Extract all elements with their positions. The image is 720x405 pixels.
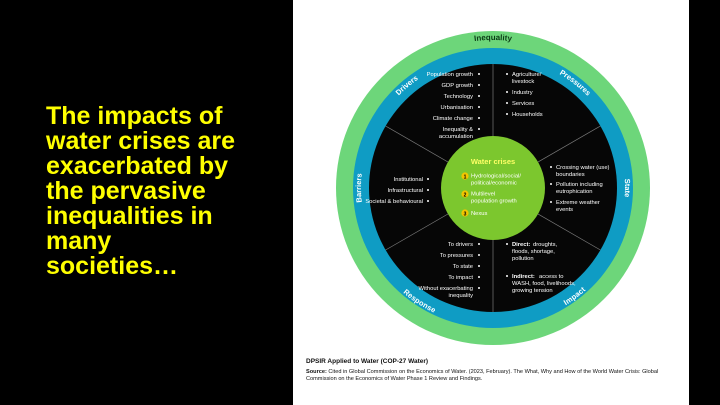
center-item-2-line-1: Multilevel <box>471 192 495 198</box>
badge-1-num: 1 <box>464 174 467 180</box>
badge-1 <box>461 172 469 180</box>
dpsir-figure: Inequality Drivers Pressures State <box>293 0 689 405</box>
barriers-item: Institutional <box>394 177 423 183</box>
center-item-3-line-1: Nexus <box>471 211 488 217</box>
response-item: To impact <box>448 275 473 281</box>
response-item: To drivers <box>448 242 473 248</box>
figure-caption-title: DPSIR Applied to Water (COP-27 Water) <box>306 358 429 365</box>
center-circle <box>441 136 545 240</box>
pressures-item: livestock <box>512 79 534 85</box>
state-item: boundaries <box>556 172 585 178</box>
center-title: Water crises <box>471 157 515 166</box>
barriers-bullets <box>427 178 429 202</box>
impact-direct-line: droughts, <box>533 242 558 248</box>
center-item-2-line-2: population growth <box>471 199 517 205</box>
figure-caption-source: Source: Cited in Global Commission on th… <box>306 369 678 383</box>
drivers-item: Population growth <box>427 72 473 78</box>
dpsir-diagram: Inequality Drivers Pressures State <box>336 31 650 345</box>
impact-direct-label: Direct: <box>512 242 530 248</box>
badge-3 <box>461 209 469 217</box>
headline-line: inequalities in <box>46 202 213 230</box>
pressures-item: Agriculture/ <box>512 72 542 78</box>
impact-direct-line: pollution <box>512 256 534 262</box>
state-item: Extreme weather <box>556 200 600 206</box>
state-item: events <box>556 207 573 213</box>
state-item: Pollution including <box>556 182 603 188</box>
response-item: To pressures <box>440 253 473 259</box>
center-item-1-line-1: Hydrological/social/ <box>471 174 521 180</box>
impact-direct-line: floods, shortage, <box>512 249 555 255</box>
drivers-item: Inequality & <box>443 127 473 133</box>
badge-2 <box>461 190 469 198</box>
outer-label-inequality: Inequality <box>474 33 513 43</box>
headline-line: The impacts of <box>46 102 223 130</box>
state-item: Crossing water (use) <box>556 165 610 171</box>
state-item: eutrophication <box>556 189 592 195</box>
headline-line: exacerbated by <box>46 152 229 180</box>
impact-indirect-line: access to <box>539 274 564 280</box>
barriers-item: Societal & behavioural <box>365 199 423 205</box>
headline-line: societies… <box>46 252 179 280</box>
drivers-item: Technology <box>444 94 473 100</box>
response-item: Without exacerbating <box>419 286 473 292</box>
center-item-1-line-2: political/economic <box>471 181 517 187</box>
pressures-bullets <box>506 73 508 115</box>
pressures-list: Agriculture/ livestock Industry Services… <box>512 72 543 118</box>
source-label: Source: <box>306 369 327 375</box>
ring-label-barriers: Barriers <box>354 173 364 203</box>
drivers-bullets <box>478 73 480 130</box>
drivers-list: Population growth GDP growth Technology … <box>427 72 474 140</box>
impact-indirect-line: WASH, food, livelihoods, <box>512 281 576 287</box>
impact-bullets <box>506 243 508 277</box>
source-text: Cited in Global Commission on the Econom… <box>306 369 659 383</box>
drivers-item: accumulation <box>439 134 473 140</box>
response-item: To state <box>453 264 473 270</box>
response-bullets <box>478 243 480 289</box>
impact-indirect-line: growing tension <box>512 288 553 294</box>
drivers-item: GDP growth <box>442 83 473 89</box>
pressures-item: Households <box>512 112 543 118</box>
impact-list: Direct: droughts, floods, shortage, poll… <box>512 242 576 294</box>
badge-2-num: 2 <box>464 192 467 198</box>
badge-3-num: 3 <box>464 211 467 217</box>
response-item: inequality <box>449 293 474 299</box>
ring-label-state: State <box>623 179 632 198</box>
pressures-item: Services <box>512 101 534 107</box>
headline-line: the pervasive <box>46 177 206 205</box>
drivers-item: Urbanisation <box>440 105 473 111</box>
state-list: Crossing water (use) boundaries Pollutio… <box>556 165 610 213</box>
headline-line: water crises are <box>46 127 236 155</box>
headline: The impacts of water crises are exacerba… <box>46 104 276 279</box>
impact-indirect-label: Indirect: <box>512 274 535 280</box>
drivers-item: Climate change <box>433 116 473 122</box>
headline-line: many <box>46 227 112 255</box>
state-bullets <box>550 166 552 203</box>
barriers-item: Infrastructural <box>388 188 423 194</box>
pressures-item: Industry <box>512 90 533 96</box>
barriers-list: Institutional Infrastructural Societal &… <box>365 177 423 205</box>
response-list: To drivers To pressures To state To impa… <box>419 242 474 299</box>
